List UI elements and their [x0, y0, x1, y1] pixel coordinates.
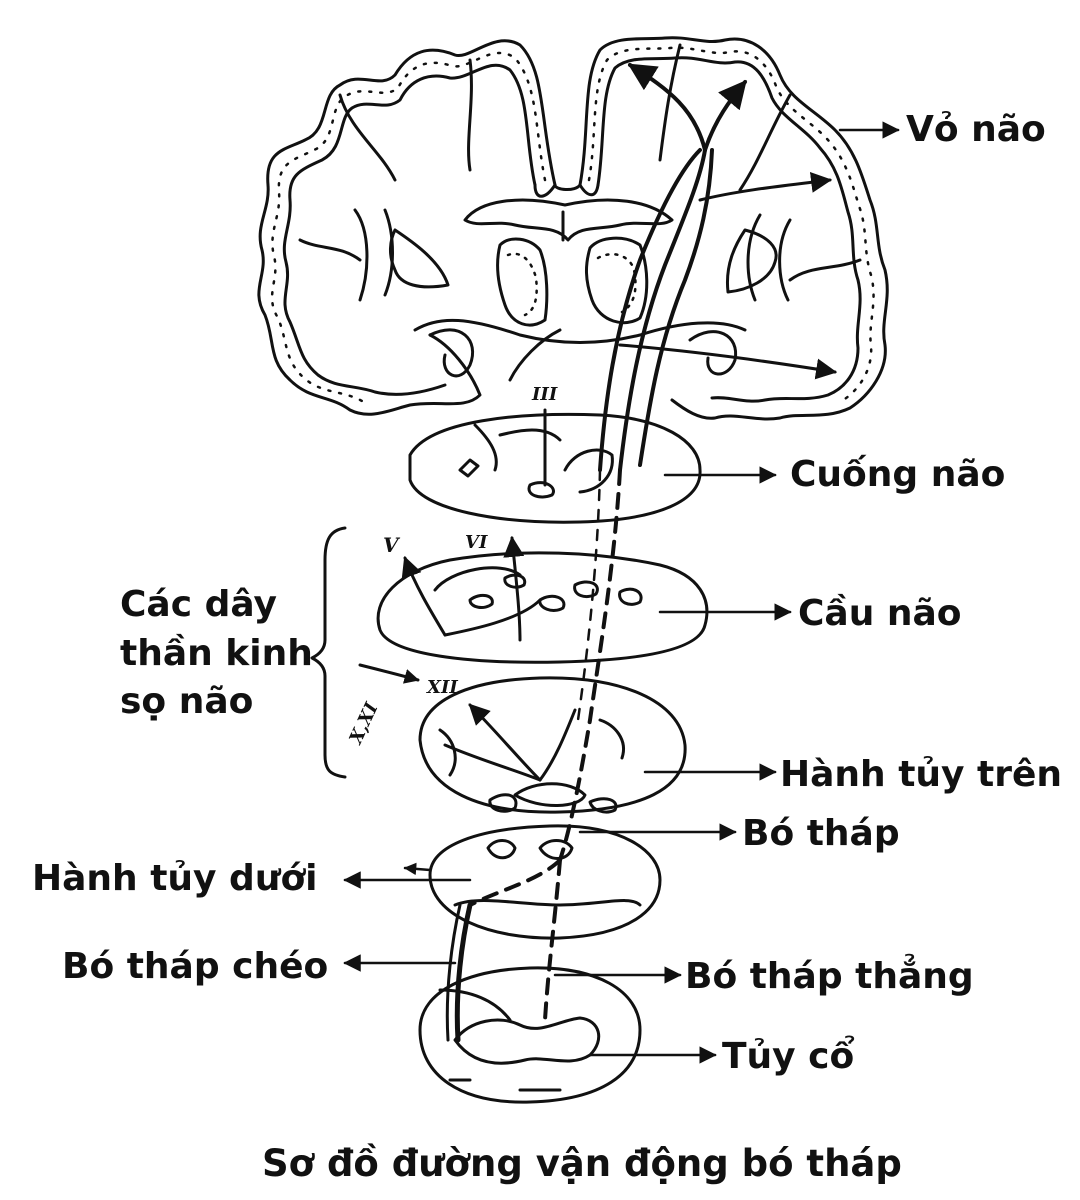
label-hanh-tuy-duoi: Hành tủy dưới — [32, 858, 318, 899]
label-bo-thap-cheo: Bó tháp chéo — [62, 946, 329, 987]
label-cranial-nerves-line3: sọ não — [120, 681, 254, 722]
label-cranial-nerves-line2: thần kinh — [120, 633, 313, 674]
nerve-mark-vi: VI — [465, 532, 488, 553]
pons-section — [376, 535, 709, 664]
label-vo-nao: Vỏ não — [906, 109, 1046, 150]
lower-medulla-section — [428, 824, 662, 940]
label-cau-nao: Cầu não — [798, 593, 962, 634]
cervical-cord-section — [418, 966, 642, 1104]
diagram-caption: Sơ đồ đường vận động bó tháp — [262, 1142, 902, 1185]
upper-medulla-section — [358, 663, 687, 814]
label-bo-thap-thang: Bó tháp thẳng — [685, 956, 974, 997]
label-bo-thap: Bó tháp — [742, 813, 900, 854]
nerve-mark-x-xi: X,XI — [345, 699, 383, 748]
cerebral-hemispheres — [257, 36, 889, 421]
label-hanh-tuy-tren: Hành tủy trên — [780, 754, 1063, 795]
label-cranial-nerves-line1: Các dây — [120, 584, 278, 625]
label-cuong-nao: Cuống não — [790, 454, 1006, 495]
label-tuy-co: Tủy cổ — [722, 1036, 855, 1077]
label-pointers — [343, 121, 900, 1064]
corticospinal-tract — [508, 63, 838, 472]
midbrain-section — [408, 408, 702, 524]
nerve-mark-v: V — [383, 533, 401, 557]
nerve-mark-iii: III — [531, 384, 558, 405]
nerve-mark-xii: XII — [426, 677, 458, 698]
cranial-nerve-bracket — [310, 526, 347, 779]
pyramidal-descending-tract — [445, 468, 622, 1043]
